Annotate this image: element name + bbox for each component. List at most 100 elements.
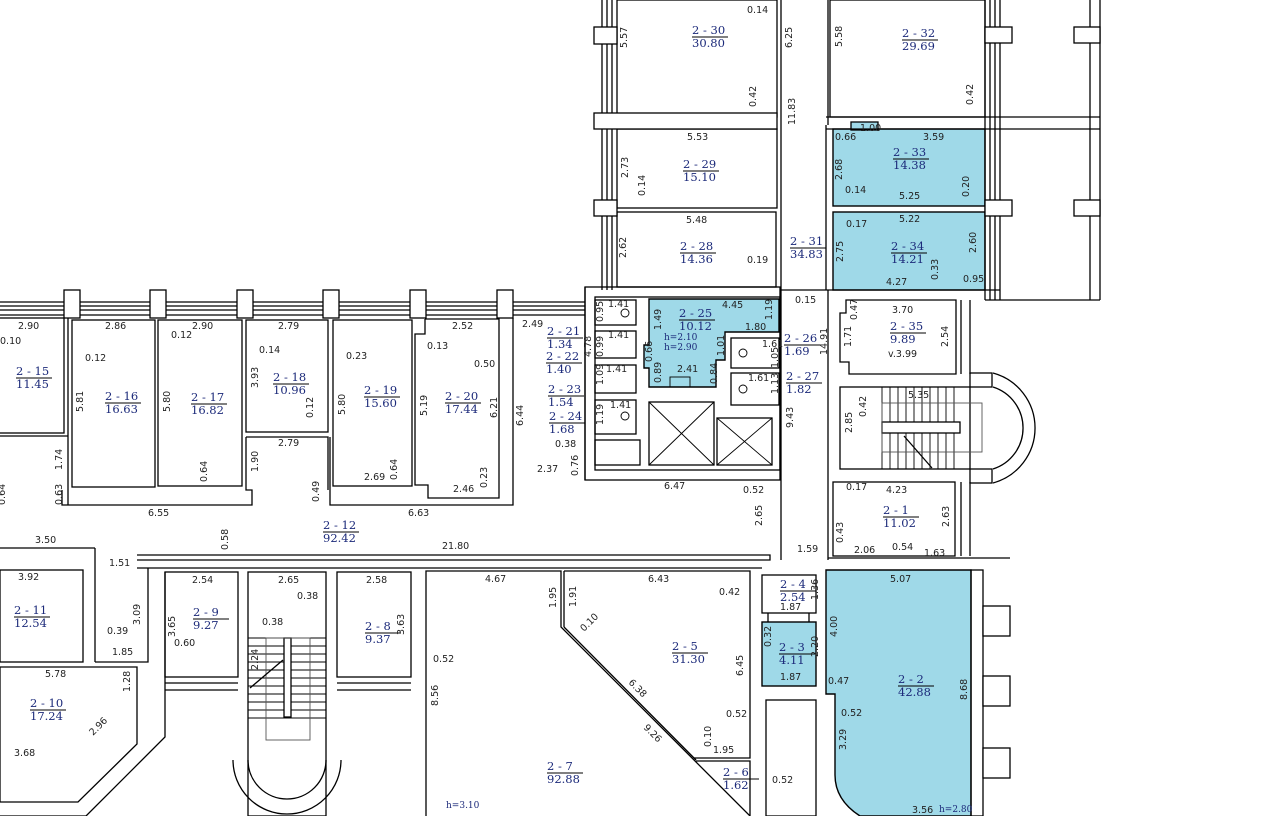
dimension-label: 0.66 [835,132,856,143]
room-number: 2 - 31 [790,234,823,248]
dimension-label: 1.41 [606,364,627,375]
dimension-label: 3.29 [838,729,849,750]
height-note: h=2.80 [939,805,973,815]
room-label: 2 - 271.82 [786,369,822,396]
dimension-label: 0.17 [846,482,867,493]
dimension-label: 2.54 [192,575,213,586]
room-number: 2 - 7 [547,759,573,773]
room-number: 2 - 28 [680,239,713,253]
dimension-label: 2.62 [618,237,629,258]
dimension-label: 2.37 [537,464,558,475]
dimension-label: 0.38 [555,439,576,450]
room-label: 2 - 61.62 [723,765,759,792]
room-number: 2 - 12 [323,518,356,532]
dimension-label: 4.00 [829,616,840,637]
dimension-label: 1.49 [653,309,664,330]
room-2-2-fill [825,569,972,816]
room-number: 2 - 16 [105,389,138,403]
dimension-label: 0.42 [719,587,740,598]
room-number: 2 - 23 [548,382,581,396]
dimension-label: 0.64 [389,459,400,480]
dimension-label: 1.00 [860,123,881,134]
dimension-label: 0.17 [846,219,867,230]
room-number: 2 - 18 [273,370,306,384]
dimension-label: 1.85 [112,647,133,658]
dimension-label: 1.09 [595,364,606,385]
height-note: v.3.99 [888,349,917,360]
dimension-label: 0.10 [703,726,714,747]
dimension-label: 1.91 [568,586,579,607]
dimension-label: 0.14 [845,185,866,196]
dimension-label: 3.93 [250,367,261,388]
room-number: 2 - 8 [365,619,391,633]
dimension-label: 2.90 [18,321,39,332]
dimension-label: 0.19 [747,255,768,266]
dimension-label: 2.41 [677,364,698,375]
room-2-25-fill [643,298,780,388]
room-number: 2 - 17 [191,390,224,404]
room-number: 2 - 9 [193,605,219,619]
room-number: 2 - 6 [723,765,749,779]
room-number: 2 - 25 [679,306,712,320]
dimension-label: 2.85 [844,412,855,433]
dimension-label: 5.53 [687,132,708,143]
room-area: 1.54 [548,395,574,409]
dimension-label: 3.65 [167,616,178,637]
dimension-label: 0.38 [297,591,318,602]
dimension-label: 2.75 [835,241,846,262]
dimension-label: 1.36 [810,579,821,600]
dimension-label: 0.50 [474,359,495,370]
dimension-label: 0.60 [174,638,195,649]
dimension-label: 2.60 [968,232,979,253]
dimension-label: 0.12 [305,397,316,418]
dimension-label: 1.63 [924,548,945,559]
dimension-label: 0.10 [0,336,21,347]
dimension-label: 0.47 [828,676,849,687]
dimension-label: 2.96 [87,715,110,738]
dimension-label: 0.43 [835,522,846,543]
dimension-label: 1.51 [109,558,130,569]
dimension-label: 6.55 [148,508,169,519]
dimension-label: 5.58 [834,26,845,47]
dimension-label: 21.80 [442,541,469,552]
dimension-label: 1.41 [608,330,629,341]
room-number: 2 - 33 [893,145,926,159]
dimension-label: 6.43 [648,574,669,585]
dimension-label: 2.06 [854,545,875,556]
dimension-label: 1.41 [610,400,631,411]
room-area: 1.82 [786,382,812,396]
dimension-label: 1.95 [548,587,559,608]
dimension-label: 0.38 [262,617,283,628]
dimension-label: 0.12 [171,330,192,341]
dimension-label: 11.83 [787,98,798,125]
walls [0,0,1101,816]
dimension-label: 0.52 [772,775,793,786]
dimension-label: 0.52 [433,654,454,665]
dimension-label: 0.39 [107,626,128,637]
dimension-label: 8.68 [959,679,970,700]
dimension-label: 0.20 [961,176,972,197]
dimension-label: 0.64 [199,461,210,482]
room-area: 4.11 [779,653,805,667]
room-area: 1.69 [784,344,810,358]
dimension-label: 1.61 [762,339,783,350]
dimension-label: 0.76 [570,455,581,476]
room-label: 2 - 111.02 [883,503,919,530]
room-area: 30.80 [692,36,725,50]
room-label: 2 - 231.54 [548,382,584,409]
dimension-label: 6.25 [784,27,795,48]
room-area: 15.60 [364,396,397,410]
room-area: 1.62 [723,778,749,792]
dimension-label: 1.59 [797,544,818,555]
room-area: 9.89 [890,332,916,346]
highlighted-rooms [643,121,986,816]
